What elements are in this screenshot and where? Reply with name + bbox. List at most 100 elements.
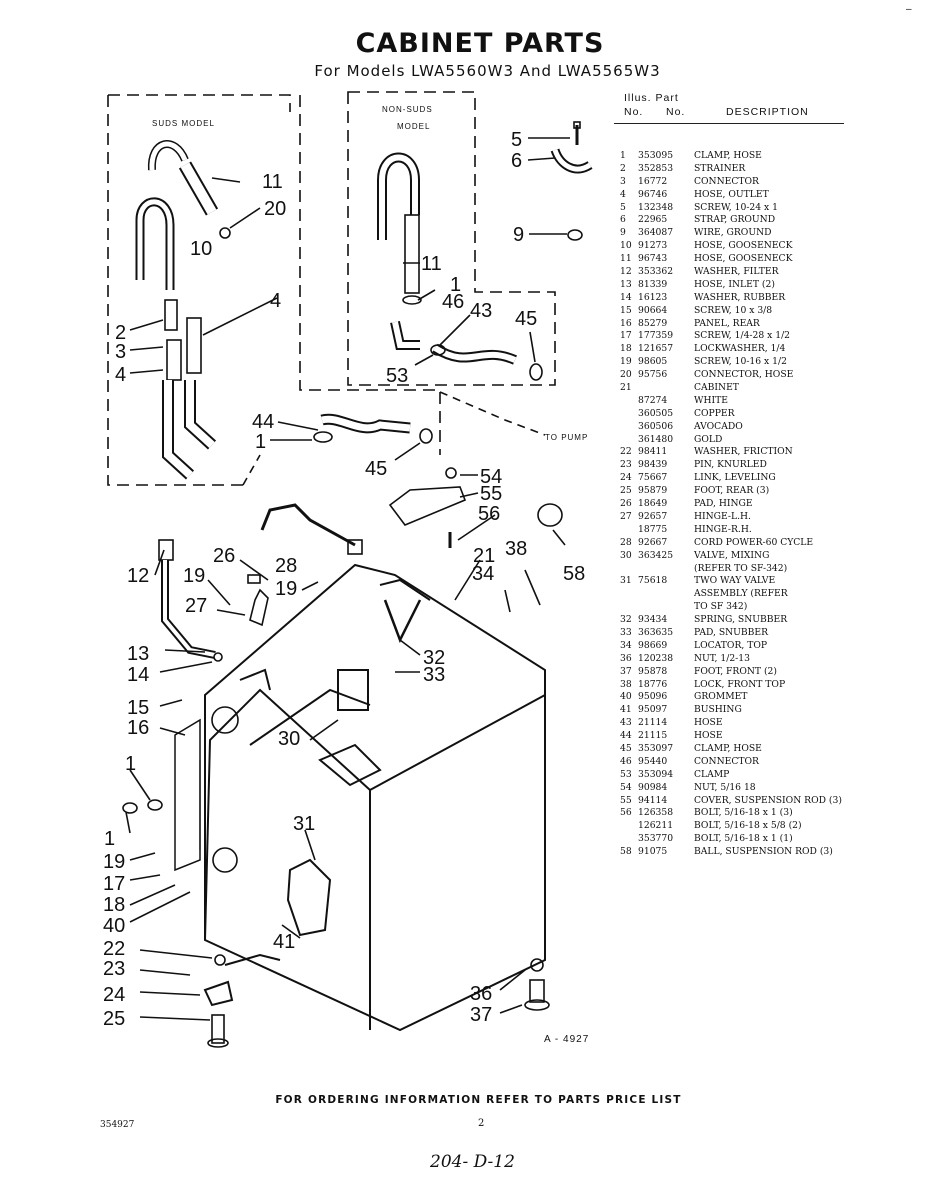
callout-56: 56	[478, 503, 500, 525]
part-description: VALVE, MIXING	[694, 549, 770, 561]
part-number	[638, 588, 694, 601]
part-number: 95756	[638, 369, 668, 381]
callout-46: 46	[442, 291, 464, 313]
callout-38: 38	[505, 538, 527, 560]
illus-number: 18	[620, 343, 632, 355]
illus-number: 2	[620, 162, 626, 174]
part-number: 353095	[638, 150, 674, 161]
callout-10: 10	[190, 238, 212, 260]
part-description: WASHER, FRICTION	[694, 446, 793, 458]
non-suds-label-line1: NON-SUDS	[382, 105, 433, 114]
illus-number: 43	[620, 717, 632, 729]
illus-number	[620, 833, 638, 846]
header-description: DESCRIPTION	[726, 106, 809, 118]
callout-5: 5	[511, 129, 522, 151]
pump-dash-line	[439, 391, 546, 436]
front-foot	[529, 979, 545, 1003]
part-description: LOCATOR, TOP	[694, 639, 768, 651]
illus-number: 15	[620, 304, 632, 316]
part-number: 18649	[638, 498, 668, 510]
callout-54: 54	[480, 466, 502, 488]
part-number: 94114	[638, 794, 668, 806]
callout-14: 14	[127, 664, 149, 686]
part-description: BALL, SUSPENSION ROD (3)	[694, 846, 833, 858]
part-description: PANEL, REAR	[694, 317, 760, 329]
hinge	[249, 588, 269, 627]
callout-1: 1	[450, 274, 461, 296]
part-description: LOCKWASHER, 1/4	[694, 343, 786, 355]
part-description: STRAINER	[694, 162, 746, 174]
illus-number	[620, 563, 638, 576]
illus-number: 13	[620, 278, 632, 290]
callout-27: 27	[185, 595, 207, 617]
part-number: 91075	[638, 846, 668, 858]
callout-45b: 45	[365, 458, 387, 480]
part-number	[638, 382, 694, 395]
part-number: 95440	[638, 755, 668, 767]
part-description: WASHER, FILTER	[694, 266, 779, 278]
illus-number: 28	[620, 536, 632, 548]
part-number: 75667	[638, 472, 668, 484]
part-description: BOLT, 5/16-18 x 1 (1)	[694, 833, 793, 845]
part-description: BUSHING	[694, 704, 742, 716]
callout-19b: 19	[275, 578, 297, 600]
illus-number: 16	[620, 317, 632, 329]
part-number: 18776	[638, 678, 668, 690]
part-number: 75618	[638, 575, 668, 587]
part-number: 363635	[638, 626, 674, 638]
illus-number: 55	[620, 794, 632, 806]
callout-34: 34	[472, 563, 494, 585]
part-description: HINGE-L.H.	[694, 510, 751, 522]
part-number: 96746	[638, 188, 668, 200]
page-title: CABINET PARTS	[355, 28, 605, 59]
part-description: WHITE	[694, 394, 728, 406]
part-description: (REFER TO SF-342)	[694, 562, 788, 574]
part-description: SCREW, 1/4-28 x 1/2	[694, 330, 791, 342]
part-number: 177359	[638, 330, 674, 342]
illus-number: 21	[620, 382, 632, 394]
callout-53: 53	[386, 365, 408, 387]
illus-number: 53	[620, 768, 632, 780]
part-number: 126211	[638, 820, 674, 832]
illus-number: 44	[620, 730, 632, 742]
part-description: SPRING, SNUBBER	[694, 614, 788, 626]
callout-24: 24	[103, 984, 125, 1006]
callout-6: 6	[511, 150, 522, 172]
callout-33: 33	[423, 664, 445, 686]
suds-outlet-a	[166, 339, 182, 381]
callout-16: 16	[127, 717, 149, 739]
callout-19c: 19	[103, 851, 125, 873]
header-part-no: No.	[666, 106, 686, 118]
part-description: HINGE-R.H.	[694, 523, 752, 535]
nonsuds-gooseneck	[377, 152, 420, 240]
suds-outlet-b	[186, 317, 202, 374]
suds-box-right	[299, 95, 441, 455]
part-number	[638, 563, 694, 576]
part-number: 353362	[638, 266, 674, 278]
illus-number: 34	[620, 639, 632, 651]
callout-58: 58	[563, 563, 585, 585]
part-description: COVER, SUSPENSION ROD (3)	[694, 794, 842, 806]
illus-number: 27	[620, 510, 632, 522]
callout-41: 41	[273, 931, 295, 953]
suspension-cover	[388, 486, 467, 526]
callout-43: 43	[470, 300, 492, 322]
illus-number	[620, 434, 638, 447]
rear-foot	[211, 1014, 225, 1044]
part-description: HOSE, OUTLET	[694, 188, 769, 200]
part-number: 92657	[638, 510, 668, 522]
callout-15: 15	[127, 697, 149, 719]
